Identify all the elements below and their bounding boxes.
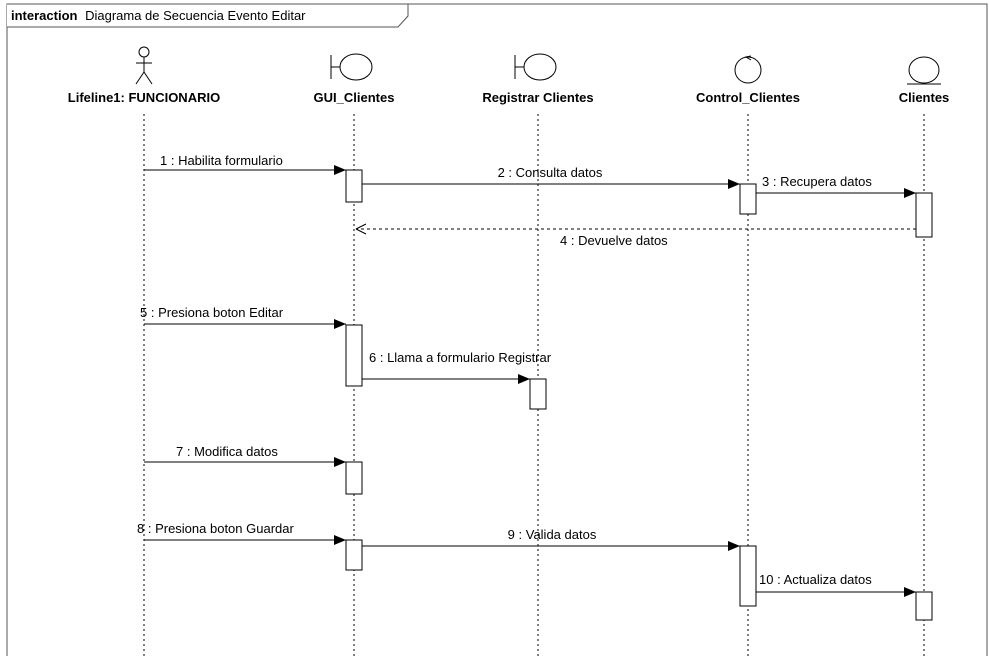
message-3[interactable]: 3 : Recupera datos	[756, 174, 916, 198]
activation-bar	[739, 183, 757, 215]
filled-arrowhead	[334, 165, 346, 175]
message-8[interactable]: 8 : Presiona boton Guardar	[137, 521, 346, 545]
message-10[interactable]: 10 : Actualiza datos	[756, 572, 916, 597]
message-label: 2 : Consulta datos	[498, 165, 603, 180]
filled-arrowhead	[334, 535, 346, 545]
boundary-icon	[514, 53, 557, 81]
boundary-icon	[330, 53, 373, 81]
activation-bar	[915, 591, 933, 621]
frame-tab	[7, 3, 409, 28]
filled-arrowhead	[518, 374, 530, 384]
frame-name: Diagrama de Secuencia Evento Editar	[85, 8, 306, 23]
filled-arrowhead	[334, 457, 346, 467]
activation-bar	[915, 192, 933, 238]
message-4[interactable]: 4 : Devuelve datos	[355, 223, 916, 248]
control-icon	[734, 55, 762, 84]
message-label: 8 : Presiona boton Guardar	[137, 521, 294, 536]
frame-keyword: interaction	[11, 8, 78, 23]
message-label: 5 : Presiona boton Editar	[140, 305, 284, 320]
lifeline-control[interactable]: Control_Clientes	[696, 55, 800, 105]
filled-arrowhead	[904, 188, 916, 198]
activation-bar	[345, 169, 363, 203]
activation-bar	[345, 539, 363, 571]
message-5[interactable]: 5 : Presiona boton Editar	[140, 305, 346, 329]
message-label: 4 : Devuelve datos	[560, 233, 668, 248]
message-label: 6 : Llama a formulario Registrar	[369, 350, 552, 365]
message-1[interactable]: 1 : Habilita formulario	[144, 153, 346, 175]
lifeline-registrar[interactable]: Registrar Clientes	[482, 53, 594, 105]
frame-title: interaction Diagrama de Secuencia Evento…	[11, 8, 306, 23]
message-label: 1 : Habilita formulario	[160, 153, 283, 168]
open-arrowhead	[355, 223, 367, 235]
lifeline-gui[interactable]: GUI_Clientes	[314, 53, 395, 105]
activation-bar	[345, 461, 363, 495]
filled-arrowhead	[728, 541, 740, 551]
lifeline-funcionario[interactable]: Lifeline1: FUNCIONARIO	[68, 46, 220, 105]
message-label: 3 : Recupera datos	[762, 174, 872, 189]
filled-arrowhead	[334, 319, 346, 329]
message-label: 9 : Valida datos	[508, 527, 597, 542]
activation-bar	[529, 378, 547, 410]
lifeline-name: Control_Clientes	[696, 90, 800, 105]
lifeline-name: GUI_Clientes	[314, 90, 395, 105]
actor-icon	[135, 46, 153, 85]
message-2[interactable]: 2 : Consulta datos	[362, 165, 740, 189]
message-9[interactable]: 9 : Valida datos	[362, 527, 740, 551]
lifeline-name: Clientes	[899, 90, 950, 105]
message-7[interactable]: 7 : Modifica datos	[144, 444, 346, 467]
activation-bar	[345, 324, 363, 387]
filled-arrowhead	[904, 587, 916, 597]
lifeline-name: Registrar Clientes	[482, 90, 593, 105]
lifeline-clientes[interactable]: Clientes	[899, 56, 950, 105]
message-label: 7 : Modifica datos	[176, 444, 278, 459]
entity-icon	[907, 56, 941, 85]
message-label: 10 : Actualiza datos	[759, 572, 872, 587]
filled-arrowhead	[728, 179, 740, 189]
activation-bar	[739, 545, 757, 607]
lifeline-name: Lifeline1: FUNCIONARIO	[68, 90, 220, 105]
message-6[interactable]: 6 : Llama a formulario Registrar	[362, 350, 552, 384]
diagram-frame	[6, 3, 988, 656]
